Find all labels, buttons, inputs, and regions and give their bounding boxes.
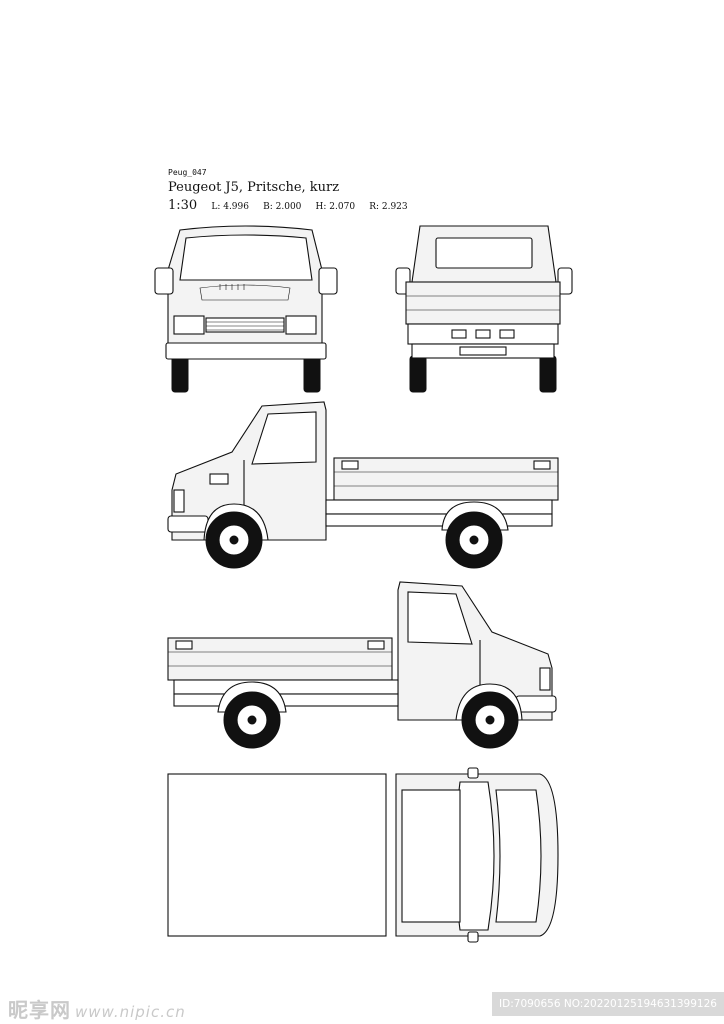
drawing-title: Peugeot J5, Pritsche, kurz — [168, 180, 340, 195]
dimension-specs: 1:30 L: 4.996 B: 2.000 H: 2.070 R: 2.923 — [168, 198, 408, 213]
length-spec: L: 4.996 — [211, 202, 249, 212]
height-spec: H: 2.070 — [315, 202, 356, 212]
watermark-brand-text: 昵享网 — [8, 998, 71, 1022]
watermark-id: ID:7090656 NO:20220125194631399126 — [492, 992, 724, 1016]
watermark-url: www.nipic.cn — [75, 1003, 186, 1021]
right-side-view — [167, 581, 557, 749]
drawing-code: Peug_047 — [168, 168, 207, 177]
top-view — [167, 767, 559, 943]
front-view — [154, 225, 338, 393]
width-spec: B: 2.000 — [263, 202, 302, 212]
left-side-view — [167, 401, 559, 569]
rear-view — [395, 225, 573, 393]
wheelbase-spec: R: 2.923 — [369, 202, 408, 212]
scale-label: 1:30 — [168, 198, 198, 213]
